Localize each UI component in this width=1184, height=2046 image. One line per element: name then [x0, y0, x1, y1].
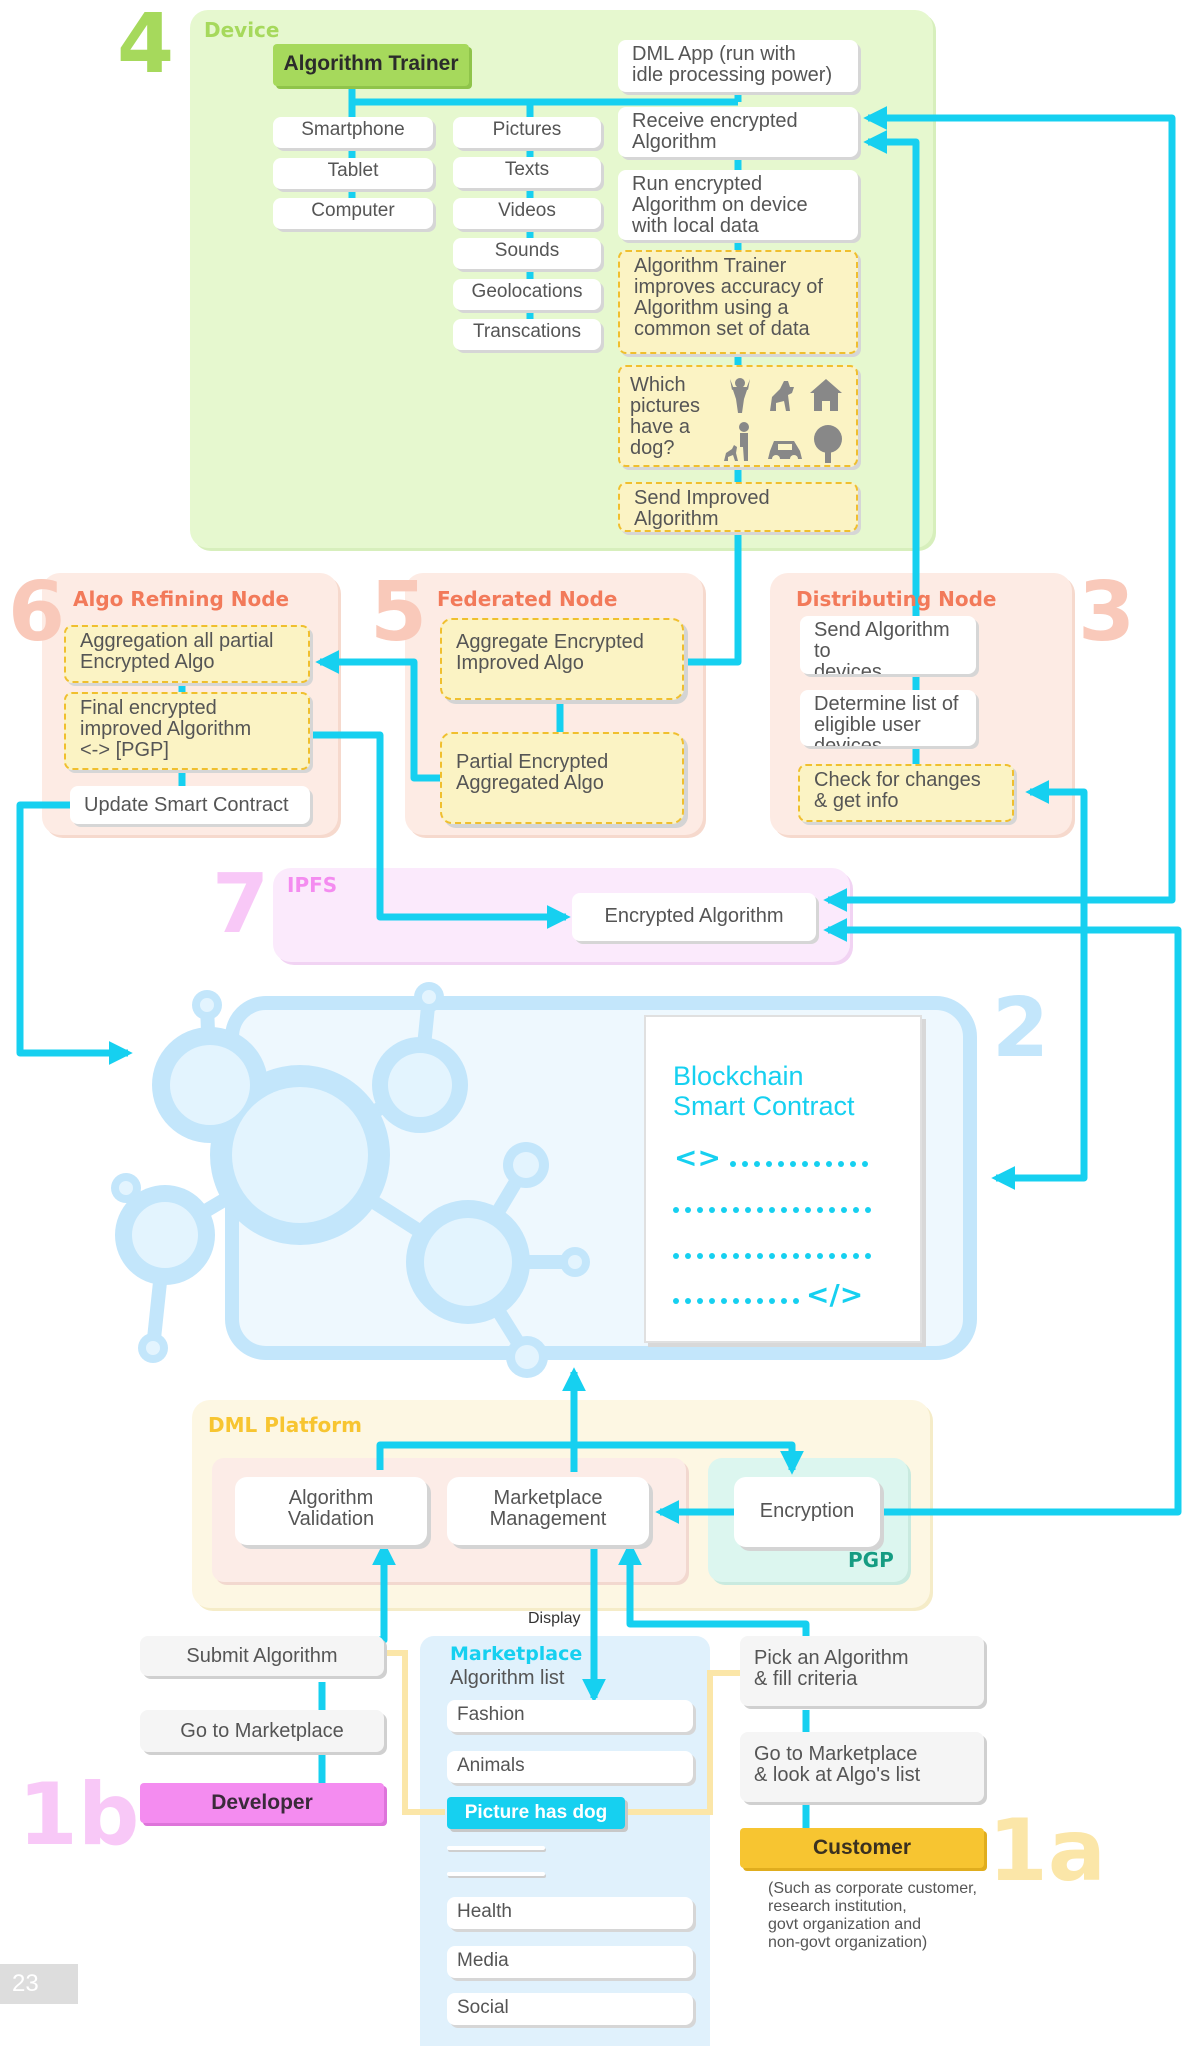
- algorithm-validation-box: Algorithm Validation: [235, 1477, 427, 1545]
- device-type-tablet: Tablet: [273, 158, 433, 189]
- federated-to-refining-arrow: [315, 650, 440, 782]
- receive-algorithm-step: Receive encrypted Algorithm: [618, 107, 858, 157]
- dog-question-text: Which pictures have a dog?: [630, 374, 701, 459]
- aggregation-partial-box: Aggregation all partial Encrypted Algo: [64, 625, 310, 683]
- sample-images-grid: [724, 378, 842, 463]
- customer-number: 1a: [988, 1801, 1106, 1901]
- update-smart-contract-box: Update Smart Contract: [70, 786, 310, 824]
- marketplace-link-line: [385, 1650, 445, 1815]
- send-algorithm-box: Send Algorithm to devices: [800, 616, 976, 674]
- code-close-tag: </>: [806, 1278, 863, 1311]
- customer-label: Customer: [740, 1828, 984, 1868]
- developer-label: Developer: [140, 1783, 384, 1823]
- code-open-tag: <>: [674, 1141, 721, 1174]
- developer-go-marketplace-box: Go to Marketplace: [140, 1710, 384, 1752]
- category-media[interactable]: Media: [447, 1946, 693, 1978]
- marketplace-management-box: Marketplace Management: [447, 1477, 649, 1545]
- algo-refining-number: 6: [8, 565, 66, 660]
- final-encrypted-box: Final encrypted improved Algorithm <-> […: [64, 692, 310, 770]
- display-label: Display: [528, 1610, 581, 1627]
- submit-algorithm-box: Submit Algorithm: [140, 1636, 384, 1676]
- category-health[interactable]: Health: [447, 1897, 693, 1929]
- dog-icon: [770, 381, 794, 411]
- developer-number: 1b: [18, 1765, 140, 1865]
- data-type-videos: Videos: [453, 198, 601, 229]
- customer-to-management-arrow: [618, 1541, 810, 1636]
- person-icon: [730, 378, 750, 413]
- device-to-federated-arrow: [685, 530, 742, 666]
- federated-number: 5: [370, 565, 428, 660]
- aggregate-encrypted-box: Aggregate Encrypted Improved Algo: [440, 618, 684, 700]
- device-title: Device: [204, 18, 280, 42]
- ipfs-number: 7: [212, 857, 270, 952]
- distributing-number: 3: [1078, 565, 1136, 660]
- dml-app-step: DML App (run with idle processing power): [618, 40, 858, 92]
- algo-refining-title: Algo Refining Node: [73, 587, 290, 611]
- blockchain-number: 2: [992, 981, 1050, 1076]
- customer-caption: (Such as corporate customer, research in…: [768, 1880, 977, 1951]
- blockchain-to-distributing-arrow: [991, 780, 1088, 1190]
- smart-contract-document: [644, 1015, 922, 1343]
- category-fashion[interactable]: Fashion: [447, 1700, 693, 1732]
- determine-list-box: Determine list of eligible user devices: [800, 690, 976, 746]
- validation-encryption-connector: [376, 1441, 804, 1475]
- algorithm-trainer-label: Algorithm Trainer: [273, 44, 469, 86]
- ipfs-to-device-arrow: [823, 106, 1176, 912]
- federated-title: Federated Node: [437, 587, 618, 611]
- encryption-to-ipfs-arrow: [823, 918, 1182, 1516]
- dog-question-step: Which pictures have a dog?: [618, 365, 858, 467]
- ipfs-encrypted-algorithm: Encrypted Algorithm: [572, 893, 816, 941]
- distributing-title: Distributing Node: [796, 587, 997, 611]
- car-icon: [768, 441, 802, 463]
- data-type-sounds: Sounds: [453, 238, 601, 269]
- list-placeholder-line: [447, 1846, 545, 1850]
- ipfs-title: IPFS: [287, 873, 338, 897]
- category-social[interactable]: Social: [447, 1993, 693, 2025]
- marketplace-link-line-right: [625, 1670, 740, 1815]
- check-changes-box: Check for changes & get info: [798, 764, 1014, 822]
- refining-to-ipfs-arrow: [310, 731, 571, 929]
- data-type-pictures: Pictures: [453, 117, 601, 148]
- marketplace-title: Marketplace: [450, 1643, 583, 1665]
- pick-algorithm-box: Pick an Algorithm & fill criteria: [740, 1636, 984, 1706]
- house-icon: [810, 379, 842, 411]
- data-type-texts: Texts: [453, 157, 601, 188]
- picture-has-dog-item[interactable]: Picture has dog: [447, 1797, 625, 1829]
- device-type-smartphone: Smartphone: [273, 117, 433, 148]
- trainer-improves-step: Algorithm Trainer improves accuracy of A…: [618, 250, 858, 354]
- distributing-to-device-arrow: [863, 130, 920, 628]
- submit-to-validation-arrow: [322, 1541, 396, 1644]
- customer-go-marketplace-box: Go to Marketplace & look at Algo's list: [740, 1732, 984, 1802]
- tree-icon: [814, 425, 842, 463]
- category-animals[interactable]: Animals: [447, 1751, 693, 1783]
- refining-to-blockchain-arrow: [16, 801, 133, 1065]
- device-number: 4: [117, 0, 175, 92]
- list-placeholder-line: [447, 1872, 545, 1876]
- marketplace-subtitle: Algorithm list: [450, 1667, 565, 1689]
- encryption-box: Encryption: [734, 1477, 880, 1547]
- data-type-transactions: Transcations: [453, 319, 601, 350]
- run-algorithm-step: Run encrypted Algorithm on device with l…: [618, 170, 858, 240]
- person-with-dog-icon: [724, 422, 749, 461]
- partial-encrypted-box: Partial Encrypted Aggregated Algo: [440, 732, 684, 824]
- send-improved-step: Send Improved Algorithm: [618, 482, 858, 532]
- device-type-computer: Computer: [273, 198, 433, 229]
- dml-platform-title: DML Platform: [208, 1413, 362, 1437]
- pgp-title: PGP: [848, 1548, 894, 1572]
- page-number: 23: [0, 1964, 78, 2004]
- data-type-geolocations: Geolocations: [453, 279, 601, 310]
